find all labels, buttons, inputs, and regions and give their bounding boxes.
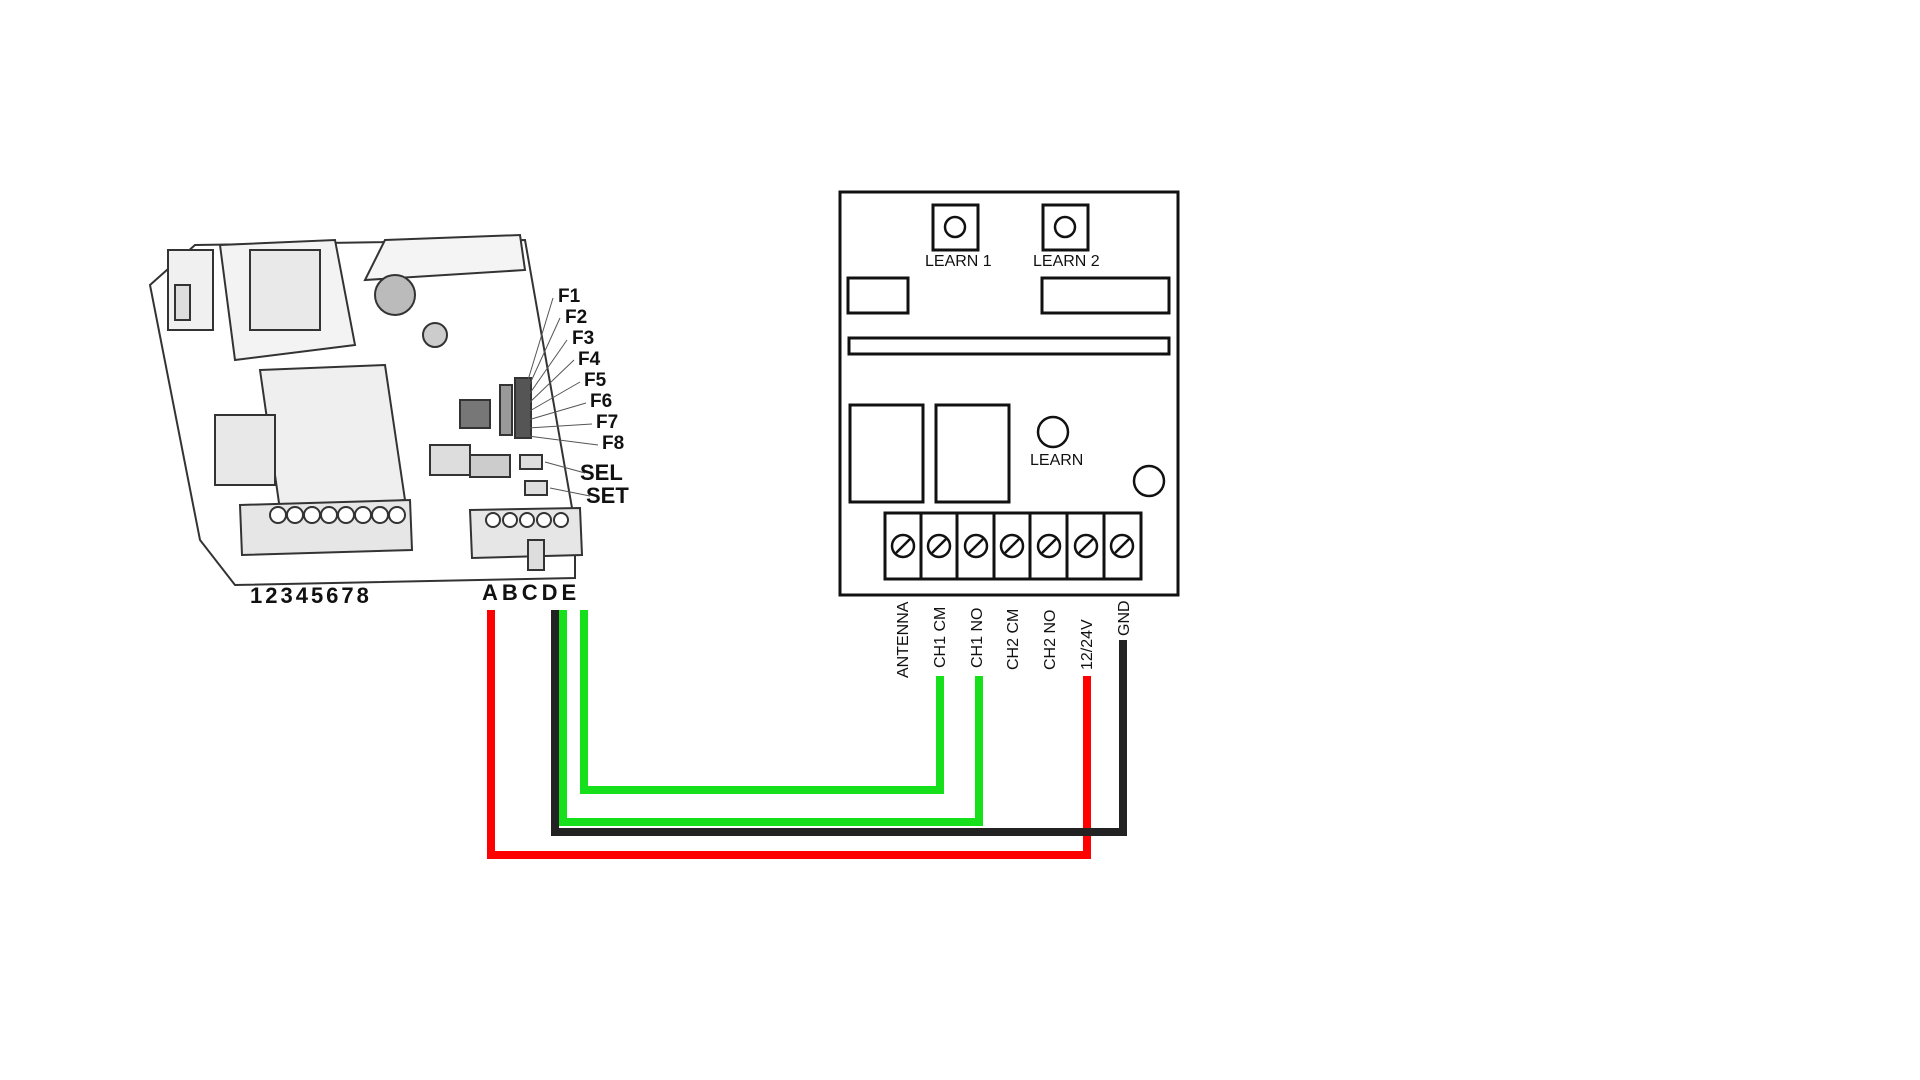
receiver-terminal-block: [883, 511, 1143, 581]
wires: [487, 610, 1127, 859]
capacitor: [374, 274, 416, 316]
controller-board: [148, 233, 584, 587]
fuse-labels: F1 F2 F3 F4 F5 F6 F7 F8: [558, 286, 624, 454]
fuse-label: F1: [558, 286, 581, 307]
sel-label: SEL: [580, 460, 623, 485]
microchip: [459, 399, 491, 429]
pin-label: ANTENNA: [895, 601, 912, 678]
screw-terminal: [1036, 533, 1062, 559]
fuse-leaders: [527, 297, 599, 497]
pin-label: CH1 CM: [932, 607, 949, 668]
wire-ground-black: [551, 610, 1127, 836]
learn1-label: LEARN 1: [925, 253, 992, 270]
screw-terminal: [890, 533, 916, 559]
fuse-label: F8: [602, 433, 624, 454]
learn-led: [1036, 415, 1070, 449]
fuse-label: F2: [565, 307, 587, 328]
pin-label: CH1 NO: [969, 608, 986, 668]
terminal-letters-label: ABCDE: [482, 580, 580, 605]
fuse-label: F7: [596, 412, 618, 433]
wire-ch1-no-green: [559, 610, 983, 826]
mount-hole: [1132, 464, 1166, 498]
relay-block: [258, 363, 407, 512]
dip-switch: [514, 377, 532, 439]
controller-rear-flap: [363, 233, 527, 282]
screw-terminal: [926, 533, 952, 559]
learn-label: LEARN: [1030, 452, 1083, 469]
pin-label: 12/24V: [1079, 619, 1096, 670]
receiver-outline: [838, 190, 1180, 597]
terminal-block-numbers: [238, 498, 414, 557]
receiver-pin-labels: ANTENNA CH1 CM CH1 NO CH2 CM CH2 NO 12/2…: [895, 600, 1133, 678]
receiver-module: [838, 190, 1180, 597]
set-button: [524, 480, 548, 496]
screw-terminal: [999, 533, 1025, 559]
pin-label: GND: [1116, 600, 1133, 636]
screw-terminal: [963, 533, 989, 559]
wire-ch1-cm-green: [580, 610, 944, 794]
screw-terminal: [1109, 533, 1135, 559]
fuse-label: F5: [584, 370, 607, 391]
learn2-button: [1041, 203, 1090, 252]
receiver-relay-2: [934, 403, 1011, 504]
learn2-label: LEARN 2: [1033, 253, 1100, 270]
learn1-button: [931, 203, 980, 252]
receiver-strip: [847, 336, 1171, 356]
receiver-component-left: [846, 276, 910, 315]
terminal-numbers-label: 12345678: [250, 583, 372, 608]
terminal-block-letters: [468, 506, 584, 571]
set-label: SET: [586, 483, 629, 508]
screw-terminal: [1073, 533, 1099, 559]
fuse-label: F3: [572, 328, 594, 349]
pin-label: CH2 NO: [1042, 610, 1059, 670]
receiver-relay-1: [848, 403, 925, 504]
screw-terminals: [890, 533, 1135, 559]
sel-button: [519, 454, 543, 470]
fuse-label: F4: [578, 349, 601, 370]
fuse-label: F6: [590, 391, 612, 412]
receiver-component-right: [1040, 276, 1171, 315]
pin-label: CH2 CM: [1005, 609, 1022, 670]
wire-power-red: [487, 610, 1091, 859]
